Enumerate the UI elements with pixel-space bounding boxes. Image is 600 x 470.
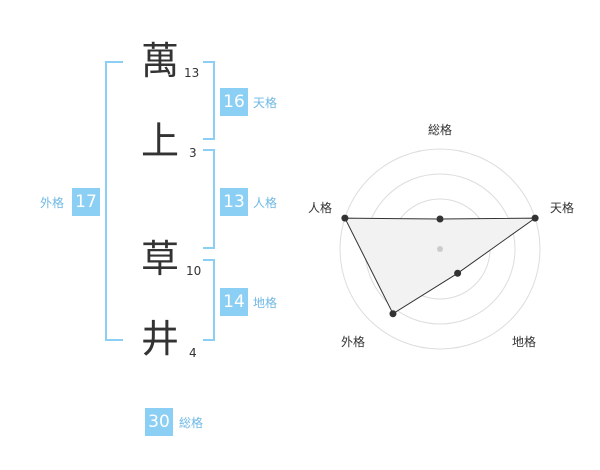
- radar-point-4: [341, 214, 349, 222]
- tenkaku-bracket: [203, 61, 215, 140]
- radar-ring: [339, 148, 541, 350]
- radar-label-jinkaku: 人格: [308, 201, 333, 215]
- gaikaku-value: 17: [72, 188, 100, 216]
- soukaku-value: 30: [145, 408, 173, 436]
- radar-point-0: [436, 215, 444, 223]
- jinkaku-label: 人格: [253, 196, 278, 210]
- name-char-2: 上: [140, 119, 179, 163]
- radar-point-3: [389, 310, 397, 318]
- chikaku-value: 14: [220, 288, 248, 316]
- name-char-4: 井: [140, 317, 179, 361]
- radar-label-gaikaku: 外格: [341, 335, 366, 349]
- radar-point-2: [454, 269, 462, 277]
- chikaku-label: 地格: [253, 296, 278, 310]
- stroke-count-3: 10: [186, 264, 202, 278]
- jinkaku-value: 13: [220, 188, 248, 216]
- gaikaku-label: 外格: [40, 196, 65, 210]
- stroke-count-1: 13: [184, 66, 200, 80]
- chikaku-bracket: [203, 259, 215, 341]
- name-char-1: 萬: [140, 39, 179, 83]
- name-char-3: 草: [140, 237, 179, 281]
- radar-area: [344, 217, 537, 315]
- radar-points: [341, 214, 539, 318]
- stroke-count-4: 4: [189, 346, 197, 360]
- jinkaku-bracket: [203, 149, 215, 249]
- radar-label-tenkaku: 天格: [550, 201, 575, 215]
- soukaku-label: 総格: [179, 416, 204, 430]
- gaikaku-bracket: [105, 61, 123, 341]
- tenkaku-label: 天格: [253, 96, 278, 110]
- stroke-count-2: 3: [189, 146, 197, 160]
- radar-label-chikaku: 地格: [512, 335, 537, 349]
- radar-center-dot: [437, 246, 443, 252]
- radar-label-soukaku: 総格: [428, 123, 453, 137]
- tenkaku-value: 16: [220, 88, 248, 116]
- radar-point-1: [531, 214, 539, 222]
